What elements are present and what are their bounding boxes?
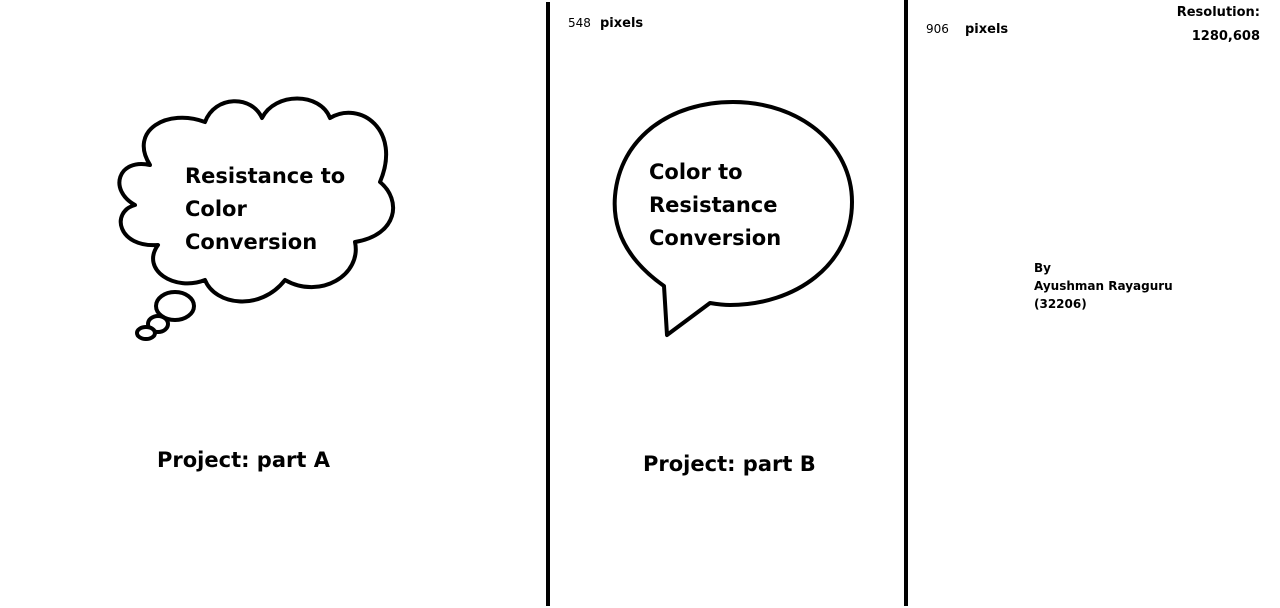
speech-line-3: Conversion bbox=[649, 226, 782, 250]
marker-548: 548 pixels bbox=[568, 12, 643, 31]
divider-line-left bbox=[546, 2, 550, 606]
speech-bubble-icon bbox=[612, 100, 854, 337]
divider-line-right bbox=[904, 0, 908, 606]
thought-cloud-text: Resistance to Color Conversion bbox=[185, 160, 345, 259]
marker-548-unit: pixels bbox=[600, 16, 644, 31]
thought-bubble-small bbox=[135, 325, 157, 341]
speech-line-1: Color to bbox=[649, 160, 743, 184]
marker-906-unit: pixels bbox=[965, 22, 1009, 37]
resolution-label: Resolution: bbox=[1176, 5, 1260, 20]
thought-line-3: Conversion bbox=[185, 230, 318, 254]
thought-bubble-large bbox=[154, 290, 196, 322]
marker-906-value: 906 bbox=[926, 22, 949, 36]
project-part-b-label: Project: part B bbox=[643, 452, 816, 476]
speech-line-2: Resistance bbox=[649, 193, 778, 217]
thought-cloud-icon bbox=[117, 96, 396, 304]
project-part-a-label: Project: part A bbox=[157, 448, 330, 472]
author-credit: By Ayushman Rayaguru (32206) bbox=[1034, 259, 1173, 313]
marker-906: 906 pixels bbox=[926, 18, 1008, 37]
thought-line-1: Resistance to bbox=[185, 164, 346, 188]
thought-line-2: Color bbox=[185, 197, 247, 221]
marker-548-value: 548 bbox=[568, 16, 591, 30]
author-name: Ayushman Rayaguru bbox=[1034, 279, 1173, 293]
author-by: By bbox=[1034, 261, 1051, 275]
author-id: (32206) bbox=[1034, 297, 1087, 311]
speech-bubble-text: Color to Resistance Conversion bbox=[649, 156, 781, 255]
resolution-value: 1280,608 bbox=[1191, 29, 1260, 44]
